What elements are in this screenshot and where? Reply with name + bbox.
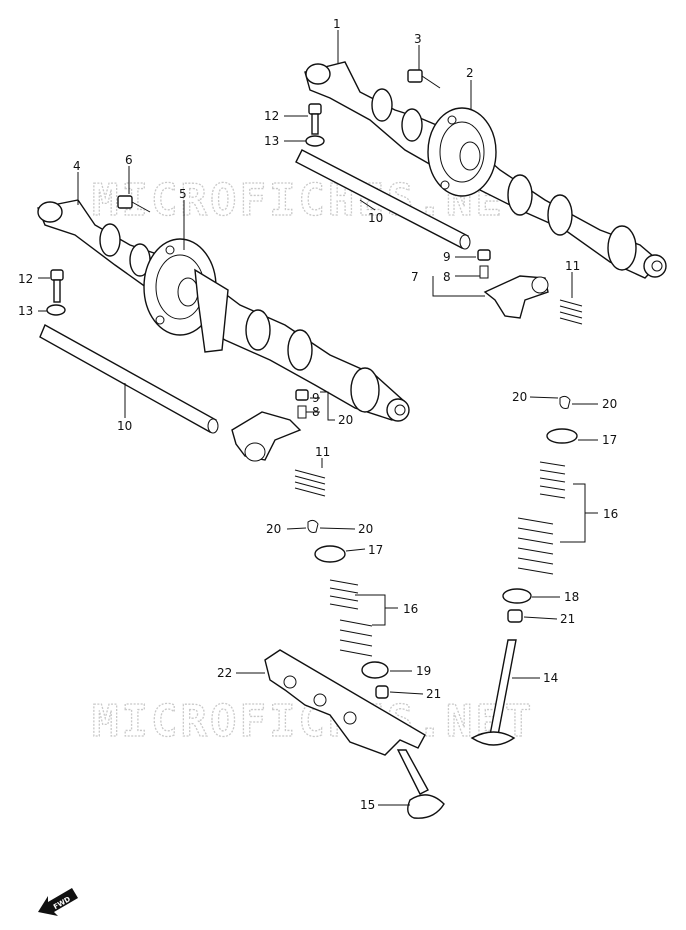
callout-20-center-b: 20 bbox=[358, 522, 373, 536]
callout-19: 19 bbox=[416, 664, 431, 678]
callout-5: 5 bbox=[179, 187, 187, 201]
spring-seat-right bbox=[502, 588, 532, 604]
callout-9-lower: 9 bbox=[312, 391, 320, 405]
callout-17-center: 17 bbox=[368, 543, 383, 557]
rocker-spring-lower bbox=[294, 469, 326, 497]
callout-7: 7 bbox=[411, 270, 419, 284]
callout-16-center: 16 bbox=[403, 602, 418, 616]
callout-20-right-b: 20 bbox=[602, 397, 617, 411]
callout-17-right: 17 bbox=[602, 433, 617, 447]
rocker-arm-lower bbox=[231, 411, 302, 462]
callout-21-center: 21 bbox=[426, 687, 441, 701]
callout-13-upper: 13 bbox=[264, 134, 279, 148]
cam-sprocket-upper bbox=[427, 107, 497, 197]
callout-11-lower: 11 bbox=[315, 445, 330, 459]
rocker-shaft-lower bbox=[39, 324, 219, 434]
fwd-label: FWD bbox=[52, 895, 72, 911]
callout-6: 6 bbox=[125, 153, 133, 167]
valve-exhaust bbox=[470, 639, 517, 746]
callout-22: 22 bbox=[217, 666, 232, 680]
callout-10-lower: 10 bbox=[117, 419, 132, 433]
callout-20-center-a: 20 bbox=[266, 522, 281, 536]
leader-lines bbox=[38, 30, 598, 806]
callout-20-lower: 20 bbox=[338, 413, 353, 427]
bolt-12-lower bbox=[50, 269, 64, 303]
valve-seal-right bbox=[507, 609, 523, 623]
rocker-spring-upper bbox=[559, 299, 583, 325]
callout-12-upper: 12 bbox=[264, 109, 279, 123]
callout-4: 4 bbox=[73, 159, 81, 173]
fwd-arrow-icon: FWD bbox=[38, 888, 78, 916]
callout-16-right: 16 bbox=[603, 507, 618, 521]
callout-8-upper: 8 bbox=[443, 270, 451, 284]
callout-15: 15 bbox=[360, 798, 375, 812]
callout-21-right: 21 bbox=[560, 612, 575, 626]
cotters-center bbox=[307, 519, 319, 533]
adjuster-nut-lower bbox=[295, 389, 309, 401]
cotters-right bbox=[559, 395, 571, 409]
valve-plate bbox=[264, 649, 426, 756]
adjuster-nut-upper bbox=[477, 249, 491, 261]
callout-9-upper: 9 bbox=[443, 250, 451, 264]
callout-20-right-a: 20 bbox=[512, 390, 527, 404]
callout-14: 14 bbox=[543, 671, 558, 685]
rocker-arm-upper bbox=[483, 275, 549, 319]
callout-labels: 1 2 3 4 5 6 7 8 8 9 9 10 10 11 11 12 12 … bbox=[18, 17, 618, 812]
spring-seat-center bbox=[361, 661, 389, 679]
valve-springs-center bbox=[329, 579, 373, 657]
spring-retainer-right bbox=[546, 428, 578, 444]
valve-seal-center bbox=[375, 685, 389, 699]
callout-8-lower: 8 bbox=[312, 405, 320, 419]
callout-3: 3 bbox=[414, 32, 422, 46]
rocker-shaft-upper bbox=[295, 149, 471, 250]
adjuster-screw-upper bbox=[479, 265, 489, 279]
adjuster-screw-lower bbox=[297, 405, 307, 419]
sprocket-bolt-lower bbox=[117, 195, 151, 213]
valve-springs-right bbox=[517, 461, 566, 575]
callout-12-lower: 12 bbox=[18, 272, 33, 286]
callout-2: 2 bbox=[466, 66, 474, 80]
spring-retainer-center bbox=[314, 545, 346, 563]
bolt-12-upper bbox=[308, 103, 322, 135]
callout-11-upper: 11 bbox=[565, 259, 580, 273]
washer-13-lower bbox=[46, 304, 66, 316]
callout-10-upper: 10 bbox=[368, 211, 383, 225]
washer-13-upper bbox=[305, 135, 325, 147]
callout-13-lower: 13 bbox=[18, 304, 33, 318]
callout-1: 1 bbox=[333, 17, 341, 31]
valve-intake bbox=[396, 749, 445, 819]
sprocket-bolt-upper bbox=[407, 69, 441, 89]
callout-18: 18 bbox=[564, 590, 579, 604]
cam-sprocket-lower bbox=[143, 238, 229, 353]
